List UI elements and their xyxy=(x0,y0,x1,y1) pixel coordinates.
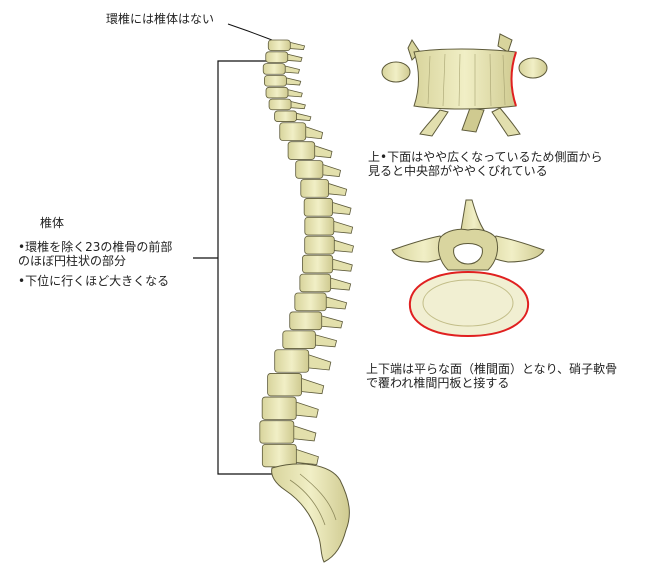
body-point-2: •下位に行くほど大きくなる xyxy=(18,274,170,288)
vertebra-16 xyxy=(299,273,352,293)
lateral-note-line2: 見ると中央部がややくびれている xyxy=(368,164,548,178)
vertebral-column xyxy=(259,39,355,468)
vertebra-13 xyxy=(304,216,354,236)
vertebra-2 xyxy=(265,51,303,63)
vertebra-19 xyxy=(282,330,338,349)
vertebra-5 xyxy=(265,86,303,99)
vertebra-4 xyxy=(264,75,302,87)
vertebra-18 xyxy=(289,311,344,331)
vertebra-20 xyxy=(274,349,332,373)
lateral-note-line1: 上•下面はやや広くなっているため側面から xyxy=(368,150,603,164)
sacrum xyxy=(271,463,350,563)
vertebra-3 xyxy=(262,63,301,75)
vertebra-22 xyxy=(261,396,319,420)
vertebra-15 xyxy=(302,254,353,274)
vertebra-23 xyxy=(259,420,317,444)
vertebra-6 xyxy=(268,98,306,111)
vertebra-7 xyxy=(274,110,312,122)
top-note-line1: 上下端は平らな面（椎間面）となり、硝子軟骨 xyxy=(366,362,618,376)
vertebra-14 xyxy=(304,235,355,255)
vertebra-superior-view xyxy=(391,199,545,338)
vertebral-body-bracket xyxy=(193,60,272,475)
body-point-1-line2: のほぼ円柱状の部分 xyxy=(18,254,127,268)
atlas-note: 環椎には椎体はない xyxy=(106,12,215,26)
vertebra-8 xyxy=(279,122,324,141)
vertebra-17 xyxy=(294,292,348,312)
vertebra-9 xyxy=(287,141,333,160)
atlas-leader-line xyxy=(227,23,273,41)
top-note-line2: で覆われ椎間円板と接する xyxy=(366,376,510,390)
vertebra-10 xyxy=(295,160,342,179)
vertebra-1 xyxy=(267,39,306,52)
vertebra-lateral-view xyxy=(381,33,548,137)
vertebral-body-title: 椎体 xyxy=(40,216,65,230)
vertebra-12 xyxy=(303,198,352,217)
vertebra-21 xyxy=(267,373,325,397)
vertebra-11 xyxy=(300,179,348,198)
body-point-1-line1: •環椎を除く23の椎骨の前部 xyxy=(18,240,173,254)
vertebra-24 xyxy=(261,443,319,468)
